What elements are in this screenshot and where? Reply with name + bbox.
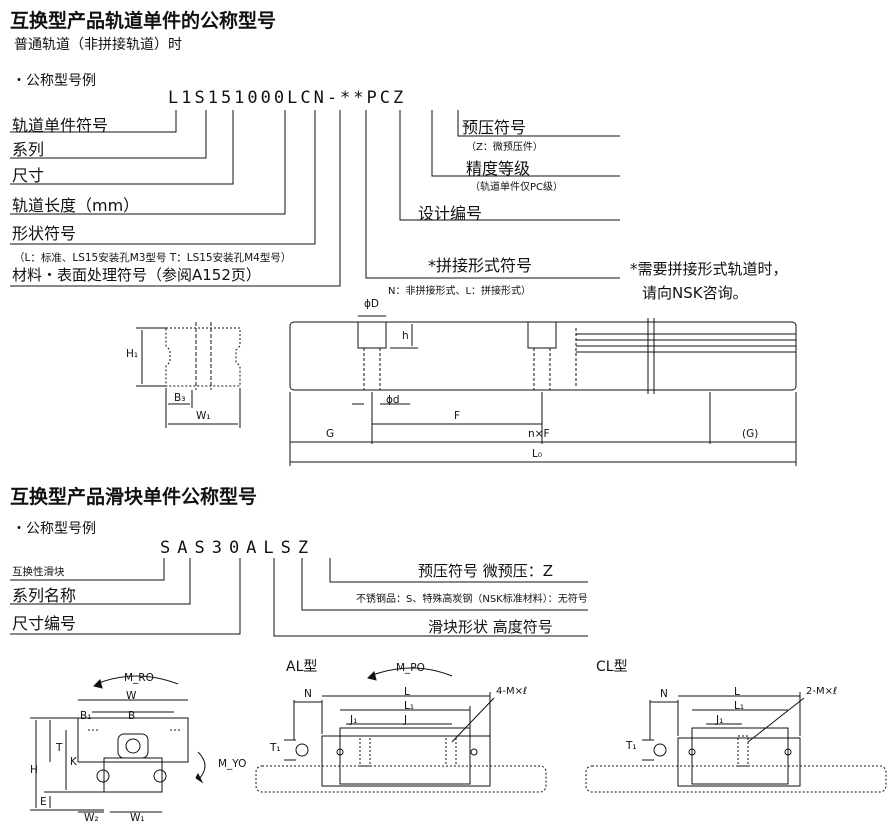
label-series-name: 系列名称	[12, 586, 77, 605]
cl-type-title: CL型	[596, 659, 628, 675]
label-rail-code: 轨道单件符号	[12, 116, 109, 135]
label-accuracy-note: （轨道单件仅PC级）	[470, 182, 564, 193]
label-preload-note: （Z：微预压件）	[466, 142, 543, 153]
label-size: 尺寸	[12, 166, 45, 185]
dim-G-paren: (G)	[742, 428, 759, 440]
label-block-preload: 预压符号 微预压：Z	[418, 562, 554, 580]
block-example-heading: ・公称型号例	[12, 521, 96, 537]
label-preload: 预压符号	[462, 118, 527, 137]
dim-B3: B₃	[174, 392, 186, 404]
block-section-title: 互换型产品滑块单件公称型号	[10, 486, 258, 508]
rail-part-code: L1S151000LCN-**PCZ	[168, 88, 407, 108]
label-design-number: 设计编号	[418, 204, 483, 223]
dim-T1-cl: T₁	[626, 740, 637, 752]
dim-H: H	[30, 764, 38, 776]
rail-example-heading: ・公称型号例	[12, 73, 96, 89]
dim-L-al: L	[404, 686, 410, 698]
dim-W1-rail: W₁	[196, 410, 211, 422]
dim-G: G	[326, 428, 335, 440]
dim-phid: ϕd	[386, 394, 400, 406]
dim-N-al: N	[304, 688, 312, 700]
dim-MRO: M_RO	[124, 672, 154, 684]
consult-note-line1: *需要拼接形式轨道时，	[630, 260, 788, 278]
label-block-code: 互换性滑块	[12, 566, 65, 578]
dim-L1-al: L₁	[404, 700, 415, 712]
al-type-title: AL型	[286, 659, 318, 675]
dim-T: T	[56, 742, 63, 754]
rail-section-title: 互换型产品轨道单件的公称型号	[10, 10, 277, 32]
label-rail-length: 轨道长度（mm）	[12, 196, 140, 215]
dim-phiD: ϕD	[364, 298, 380, 310]
dim-W1-block: W₁	[130, 812, 145, 824]
dim-L1-cl: L₁	[734, 700, 745, 712]
dim-T1-al: T₁	[270, 742, 281, 754]
label-shape: 形状符号	[12, 224, 77, 243]
label-block-shape: 滑块形状 高度符号	[428, 618, 553, 636]
dim-hole-4M: 4-M×ℓ	[496, 686, 528, 697]
dim-B: B	[128, 710, 136, 722]
label-size-code: 尺寸编号	[12, 614, 77, 633]
label-block-material: 不锈钢品：S、特殊高炭钢（NSK标准材料）：无符号	[356, 594, 588, 605]
dim-H1: H₁	[126, 348, 139, 360]
dim-hole-2M: 2-M×ℓ	[806, 686, 838, 697]
block-part-code: SAS30ALSZ	[160, 538, 316, 558]
dim-E: E	[40, 796, 47, 808]
dim-N-cl: N	[660, 688, 668, 700]
dim-J1-cl: J₁	[716, 714, 724, 726]
dim-J-al: J	[404, 714, 408, 726]
dim-W2: W₂	[84, 812, 99, 824]
rail-subtitle: 普通轨道（非拼接轨道）时	[14, 37, 182, 53]
label-joint-type: *拼接形式符号	[428, 256, 533, 275]
dim-L0: L₀	[532, 448, 543, 460]
dim-B1: B₁	[80, 710, 92, 722]
dim-MPO: M_PO	[396, 662, 425, 674]
dim-L-cl: L	[734, 686, 740, 698]
dim-nF: n×F	[528, 428, 550, 440]
dim-K: K	[70, 756, 77, 768]
dim-J1-al: J₁	[350, 714, 358, 726]
dim-W: W	[126, 690, 137, 702]
dim-h: h	[402, 330, 409, 342]
dim-MYO: M_YO	[218, 758, 247, 770]
label-accuracy: 精度等级	[466, 159, 531, 178]
label-joint-note: N：非拼接形式、L：拼接形式）	[388, 286, 532, 297]
label-series: 系列	[12, 140, 45, 159]
consult-note-line2: 请向NSK咨询。	[642, 284, 748, 302]
dim-F: F	[454, 410, 461, 422]
label-shape-note: （L：标准、LS15安装孔M3型号 T：LS15安装孔M4型号）	[14, 252, 292, 264]
label-material: 材料・表面处理符号（参阅A152页）	[12, 266, 261, 284]
